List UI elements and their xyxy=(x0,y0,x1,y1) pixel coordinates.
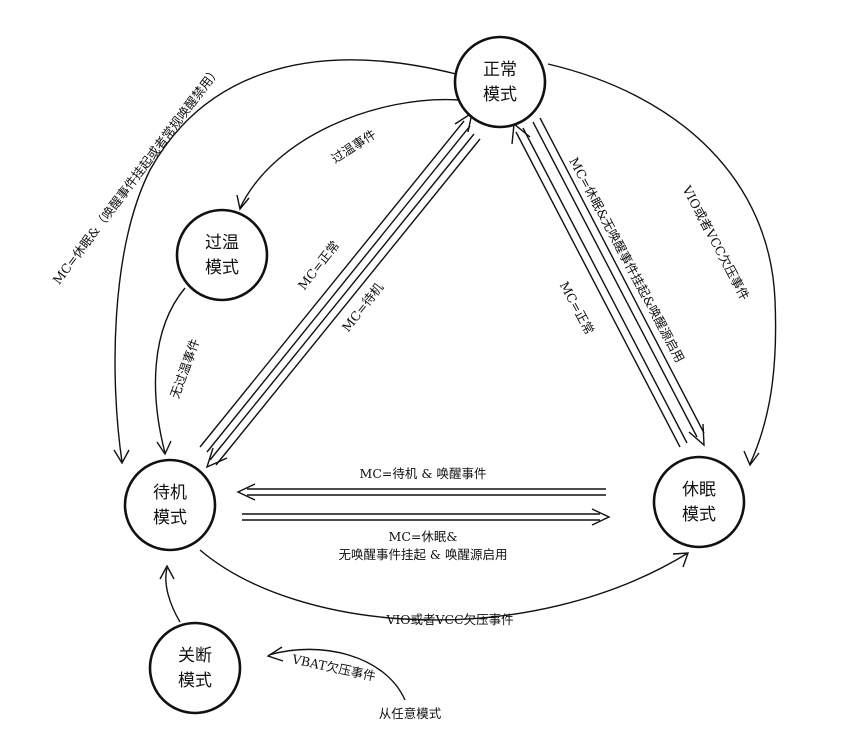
edge-standby-to-sleep xyxy=(242,508,611,526)
state-standby-label-line2: 模式 xyxy=(153,508,187,528)
label-sleep-to-standby: MC=待机 & 唤醒事件 xyxy=(360,466,487,481)
label-standby-to-normal: MC=正常 xyxy=(295,238,342,293)
label-standby-to-sleep-line1: MC=休眠& xyxy=(389,529,458,544)
state-sleep: 休眠 模式 xyxy=(652,455,746,549)
edge-normal-to-sleep-outer xyxy=(547,63,777,467)
edge-off-to-standby xyxy=(159,564,181,623)
edge-normal-to-sleep xyxy=(532,117,705,447)
state-off-label-line2: 模式 xyxy=(178,671,212,691)
edge-sleep-to-normal xyxy=(511,122,688,448)
state-sleep-label-line1: 休眠 xyxy=(682,480,716,500)
state-off-label-line1: 关断 xyxy=(178,646,212,666)
label-any-to-off-line1: VBAT欠压事件 xyxy=(290,651,377,684)
state-normal-label-line2: 模式 xyxy=(483,85,517,105)
state-sleep-label-line2: 模式 xyxy=(682,505,716,525)
label-sleep-to-normal: MC=正常 xyxy=(557,279,597,337)
label-normal-to-overtemp: 过温事件 xyxy=(328,126,378,166)
edge-standby-to-sleep-bottom xyxy=(199,549,690,621)
edge-normal-to-standby xyxy=(205,133,481,469)
edge-normal-to-standby-outer xyxy=(113,59,457,465)
edge-normal-to-overtemp xyxy=(236,98,460,211)
label-normal-to-sleep-outer: VIO或者VCC欠压事件 xyxy=(679,182,753,302)
label-any-to-off-line2: 从任意模式 xyxy=(379,706,442,721)
state-normal-label-line1: 正常 xyxy=(483,60,517,80)
label-standby-to-sleep-bottom: VIO或者VCC欠压事件 xyxy=(385,612,513,627)
label-standby-to-sleep-line2: 无唤醒事件挂起 & 唤醒源启用 xyxy=(338,547,507,562)
label-normal-to-standby: MC=待机 xyxy=(339,279,387,334)
state-overtemp: 过温 模式 xyxy=(175,208,269,302)
state-normal: 正常 模式 xyxy=(453,35,547,129)
state-overtemp-label-line1: 过温 xyxy=(205,233,239,253)
edge-overtemp-to-standby xyxy=(154,287,186,456)
label-overtemp-to-standby: 无过温事件 xyxy=(167,337,202,401)
state-off: 关断 模式 xyxy=(148,621,242,715)
edge-sleep-to-standby xyxy=(236,483,606,501)
state-overtemp-label-line2: 模式 xyxy=(205,258,239,278)
state-standby-label-line1: 待机 xyxy=(153,483,187,503)
state-standby: 待机 模式 xyxy=(123,458,217,552)
edge-any-to-off xyxy=(266,646,406,701)
